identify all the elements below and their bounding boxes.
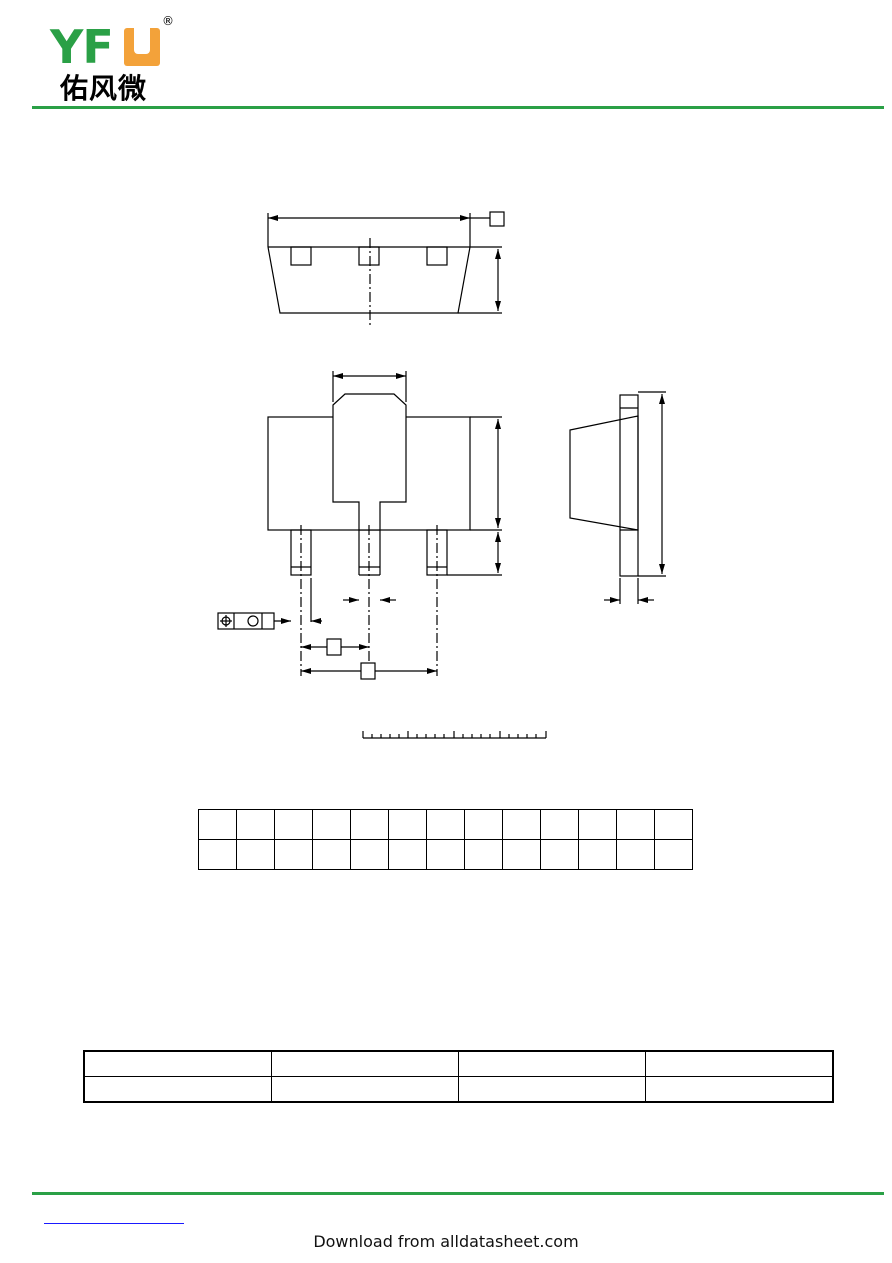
dimension-table [198, 809, 693, 870]
table-cell [540, 809, 579, 840]
basic-dim-box-e1 [360, 662, 376, 680]
table-cell [426, 839, 465, 870]
table-cell [578, 839, 617, 870]
table-cell [502, 839, 541, 870]
table-cell [236, 809, 275, 840]
table-cell [388, 839, 427, 870]
table-cell [464, 809, 503, 840]
table-row [198, 839, 693, 870]
table-cell [350, 839, 389, 870]
logo-letters: YF [50, 24, 114, 70]
table-cell [540, 839, 579, 870]
table-cell [83, 1050, 272, 1077]
table-cell [83, 1076, 272, 1103]
ordering-info-table [83, 1050, 834, 1103]
header-divider [32, 106, 884, 109]
table-cell [274, 809, 313, 840]
datum-box-a [489, 211, 505, 227]
table-row [198, 809, 693, 840]
table-cell [654, 839, 693, 870]
front-view [217, 371, 502, 680]
table-cell [388, 809, 427, 840]
footer-website-link[interactable] [44, 1222, 184, 1224]
table-cell [645, 1050, 834, 1077]
logo-letter-f: F [82, 20, 113, 74]
table-cell [198, 839, 237, 870]
scale-bar [362, 731, 547, 739]
table-cell [654, 809, 693, 840]
table-cell [645, 1076, 834, 1103]
table-cell [458, 1076, 646, 1103]
table-cell [458, 1050, 646, 1077]
table-cell [464, 839, 503, 870]
table-cell [578, 809, 617, 840]
position-tolerance-frame [217, 612, 275, 630]
table-cell [271, 1050, 459, 1077]
table-cell [236, 839, 275, 870]
table-row [83, 1076, 834, 1103]
logo-chinese-name: 佑风微 [60, 72, 148, 105]
logo-letter-y: Y [50, 20, 83, 74]
top-view [267, 211, 505, 325]
side-view [569, 391, 666, 604]
download-source-text[interactable]: Download from alldatasheet.com [313, 1232, 579, 1251]
table-cell [616, 809, 655, 840]
table-cell [312, 839, 351, 870]
footer-divider [32, 1192, 884, 1195]
table-cell [502, 809, 541, 840]
table-row [83, 1050, 834, 1077]
logo-u-mark [124, 28, 160, 66]
table-cell [426, 809, 465, 840]
table-cell [312, 809, 351, 840]
basic-dim-box-e [326, 638, 342, 656]
table-cell [198, 809, 237, 840]
table-cell [274, 839, 313, 870]
table-cell [616, 839, 655, 870]
table-cell [271, 1076, 459, 1103]
registered-mark: ® [162, 14, 174, 28]
table-cell [350, 809, 389, 840]
